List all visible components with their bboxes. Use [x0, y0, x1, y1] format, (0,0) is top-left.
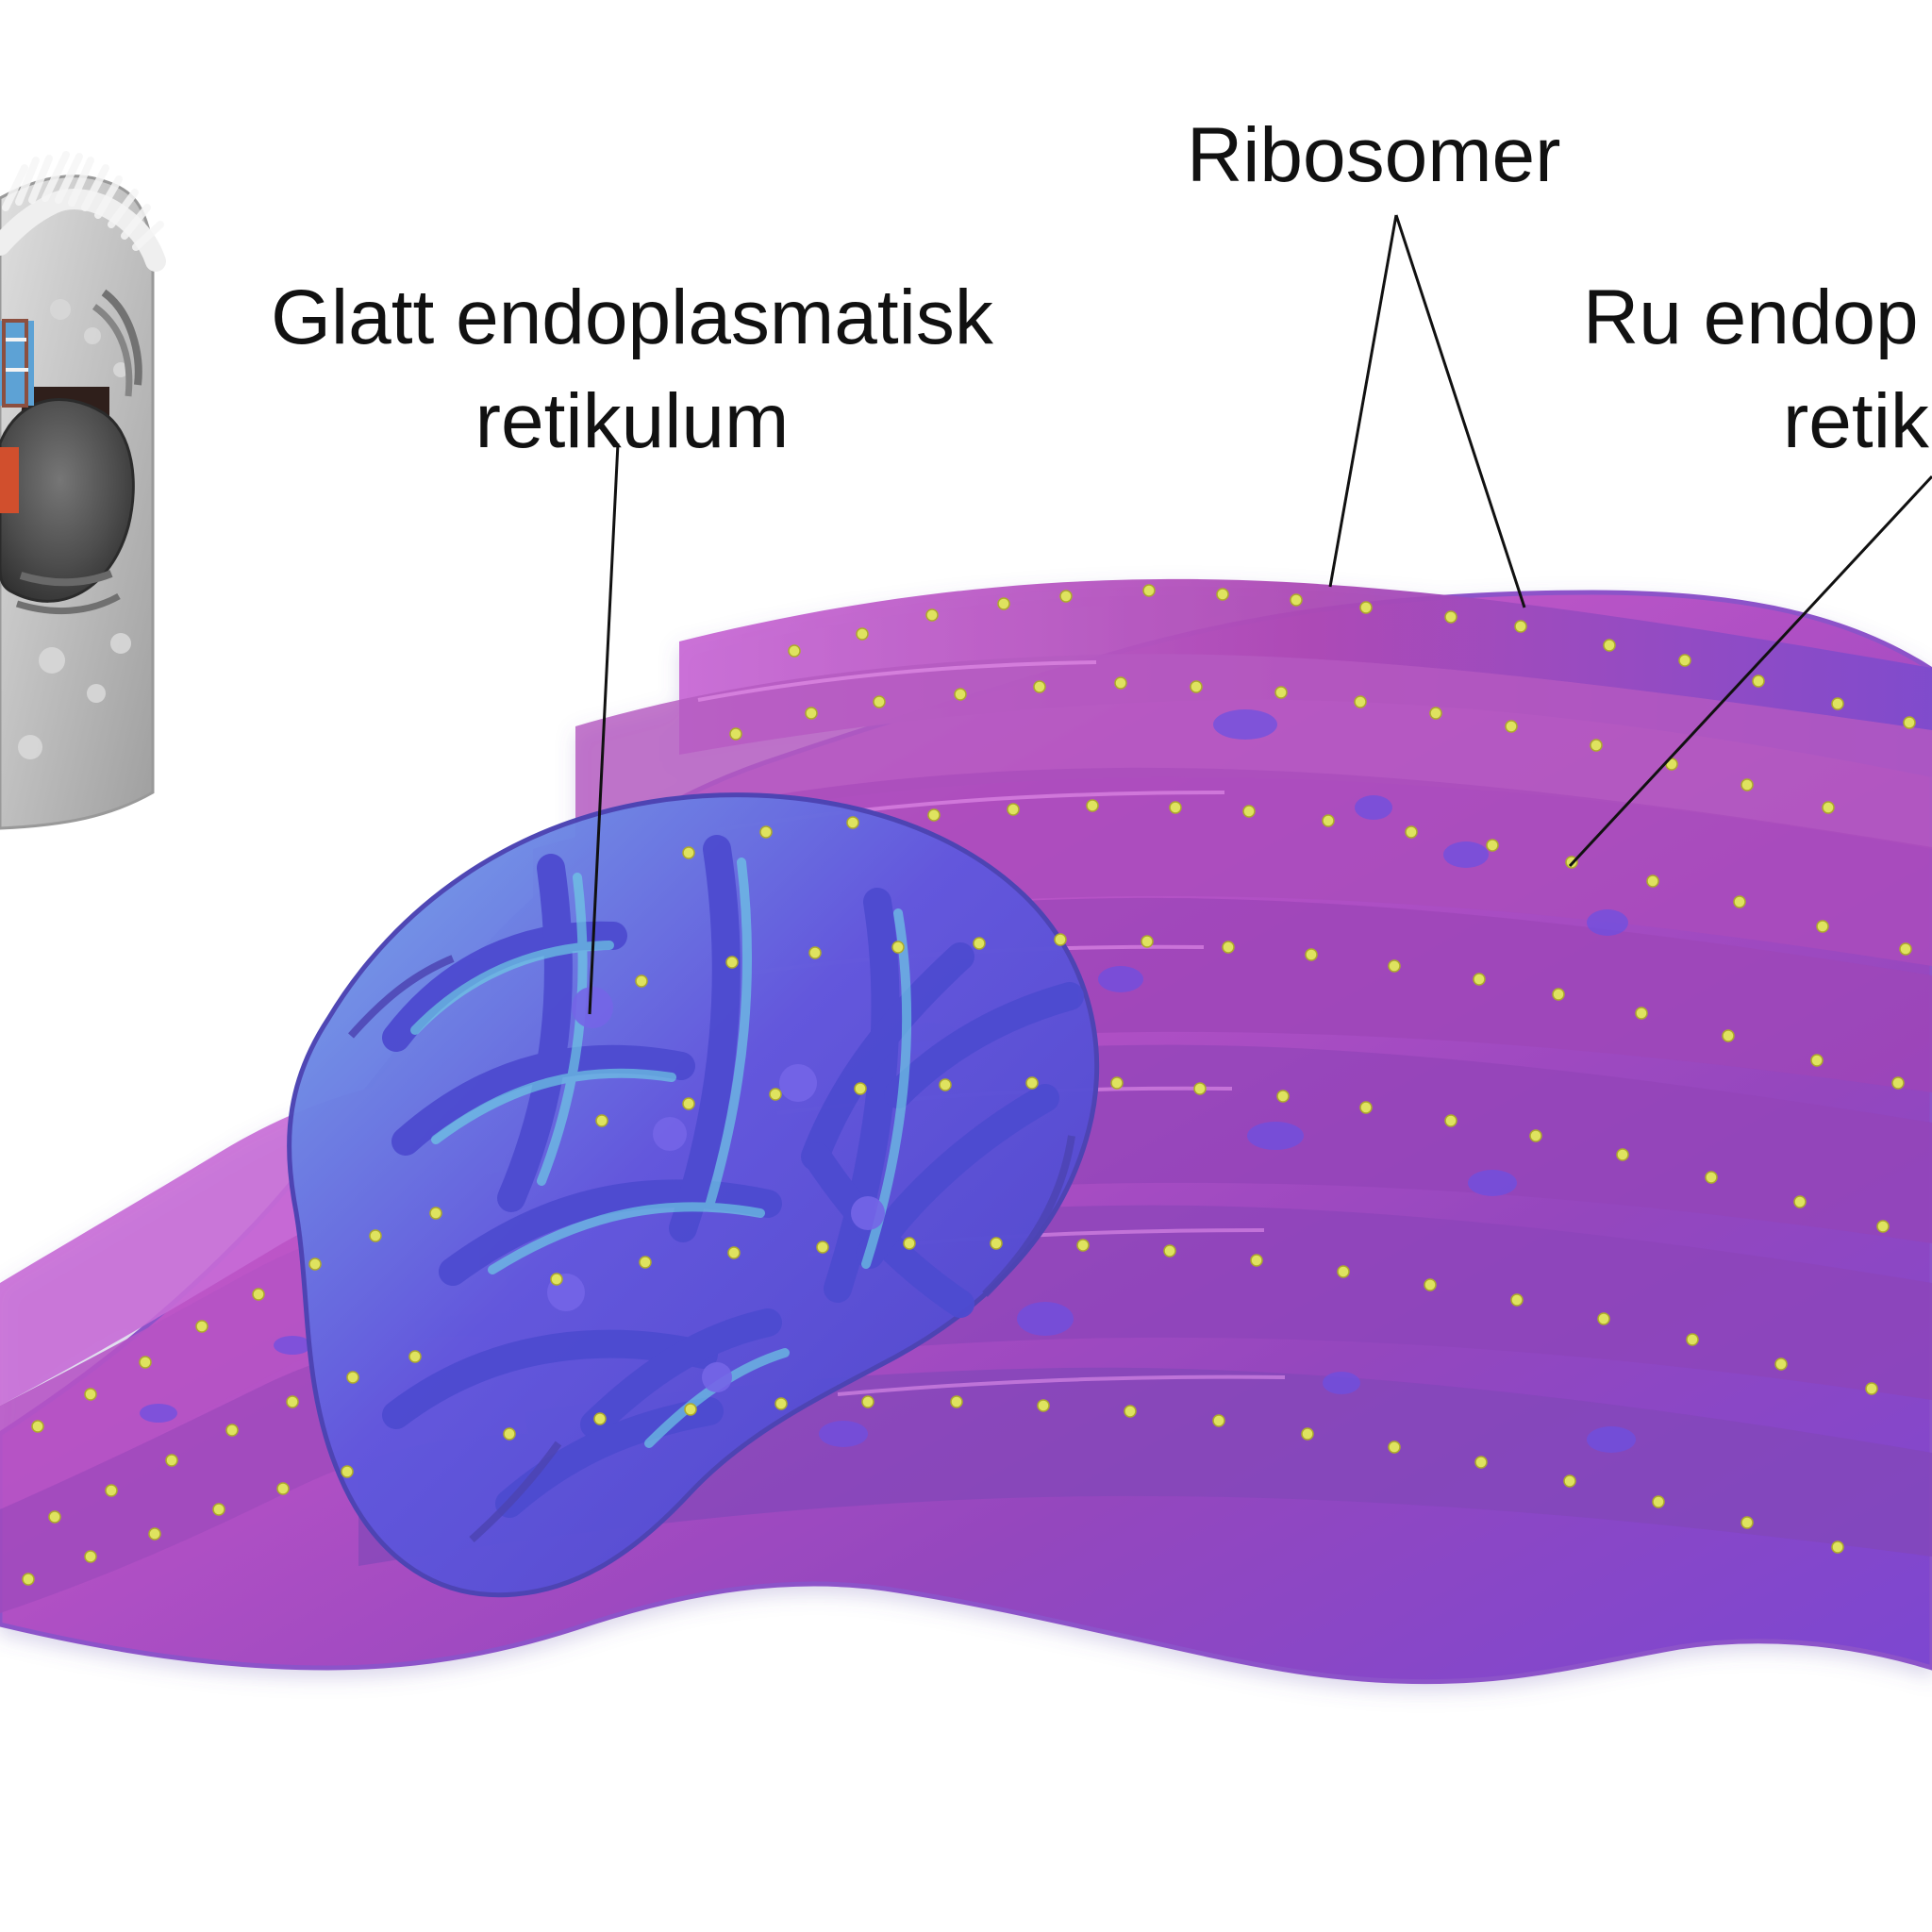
ribosomer-leader-right — [1394, 214, 1526, 608]
ribosomer-label: Ribosomer — [1187, 112, 1561, 198]
smooth-er-label-line-2: retikulum — [475, 378, 790, 464]
smooth-er-leader — [588, 442, 620, 1015]
rough-er-label-line-1: Ru endop — [1583, 275, 1919, 360]
ribosome-dots — [22, 584, 1916, 1586]
ribosomer-leader-left — [1328, 214, 1398, 588]
rough-er-label-line-2: retik — [1783, 378, 1929, 464]
smooth-er-network — [287, 792, 1100, 1598]
leader-lines — [588, 214, 1932, 1015]
rough-er-leader — [1568, 475, 1932, 868]
smooth-er-label-line-1: Glatt endoplasmatisk — [271, 275, 993, 360]
cell-inset — [0, 151, 166, 830]
